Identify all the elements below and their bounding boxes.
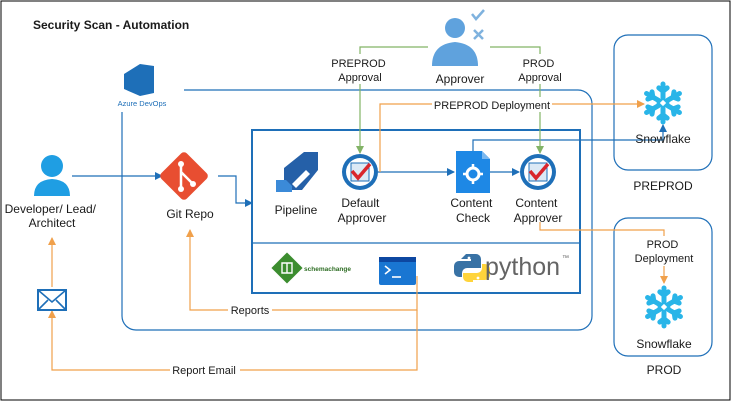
azure-pipelines-icon: [276, 152, 318, 192]
schemachange-logo-icon: [271, 252, 303, 284]
pipeline-box: [251, 129, 581, 294]
pipeline-label: Pipeline: [275, 203, 318, 217]
default-approver-check-icon: [342, 154, 378, 190]
snowflake-prod-node: Snowflake PROD: [636, 285, 692, 377]
approver-label: Approver: [436, 72, 485, 86]
snowflake-prod-label: Snowflake: [636, 337, 692, 351]
content-approver-check-icon: [520, 154, 556, 190]
prod-approval-bg: [515, 54, 567, 84]
arrow-reports-to-git: [186, 229, 418, 311]
approver-person-icon: [432, 18, 478, 66]
arrow-approver-to-default: [356, 46, 428, 154]
content-approver-label: Content Approver: [514, 196, 563, 225]
reports-bg: [228, 304, 272, 317]
python-tm: ™: [562, 255, 569, 262]
prod-deployment-bg: [633, 236, 695, 266]
arrow-git-to-pipeline: [218, 175, 253, 207]
preprod-env-box: [613, 34, 713, 171]
report-email-bg: [170, 364, 240, 377]
developer-label: Developer/ Lead/ Architect: [5, 202, 100, 230]
content-approver-node: Content Approver: [514, 154, 563, 225]
snowflake-prod-icon: [645, 285, 683, 329]
azure-devops-label: Azure DevOps: [118, 99, 167, 108]
snowflake-preprod-label: Snowflake: [635, 132, 691, 146]
preprod-env-label: PREPROD: [633, 179, 693, 193]
schemachange-label: schemachange: [304, 266, 351, 273]
prod-deployment-label: PROD Deployment: [635, 239, 694, 265]
preprod-deployment-bg: [432, 97, 552, 112]
prod-env-box: [613, 217, 713, 357]
python-node: python ™: [454, 253, 569, 282]
default-approver-label: Default Approver: [338, 196, 387, 225]
content-check-doc-icon: [456, 151, 490, 193]
prod-approval-label: PROD Approval: [518, 58, 561, 84]
arrow-to-snowflake-preprod-blue: [472, 124, 667, 158]
python-logo-icon: [454, 254, 490, 282]
preprod-approval-bg: [330, 54, 390, 84]
reports-label: Reports: [231, 305, 270, 317]
terminal-icon: [379, 257, 416, 285]
snowflake-preprod-node: Snowflake PREPROD: [633, 81, 693, 193]
developer-person-icon: [34, 155, 70, 196]
snowflake-preprod-icon: [644, 81, 682, 125]
content-check-node: Content Check: [450, 151, 495, 225]
azure-devops-node: Azure DevOps: [118, 64, 167, 108]
pipeline-node: Pipeline: [275, 152, 318, 217]
developer-node: Developer/ Lead/ Architect: [5, 155, 100, 230]
approval-check-x-icon: [471, 9, 485, 40]
git-repo-label: Git Repo: [166, 207, 214, 221]
content-check-label: Content Check: [450, 196, 495, 225]
schemachange-node: schemachange: [271, 252, 351, 284]
preprod-deployment-label: PREPROD Deployment: [434, 100, 550, 112]
azure-devops-container: [121, 89, 593, 331]
python-label: python: [485, 253, 560, 281]
azure-devops-icon: [124, 64, 154, 96]
arrow-approver-to-content: [490, 46, 544, 154]
prod-env-label: PROD: [647, 363, 682, 377]
mail-icon: [37, 289, 67, 311]
approver-node: Approver: [432, 9, 485, 86]
diagram-title: Security Scan - Automation: [33, 18, 189, 32]
arrow-report-email: [48, 310, 418, 371]
git-repo-node: Git Repo: [160, 152, 214, 221]
default-approver-node: Default Approver: [338, 154, 387, 225]
preprod-approval-label: PREPROD Approval: [331, 58, 388, 84]
arrow-preprod-deployment: [379, 100, 645, 172]
report-email-label: Report Email: [172, 365, 236, 377]
